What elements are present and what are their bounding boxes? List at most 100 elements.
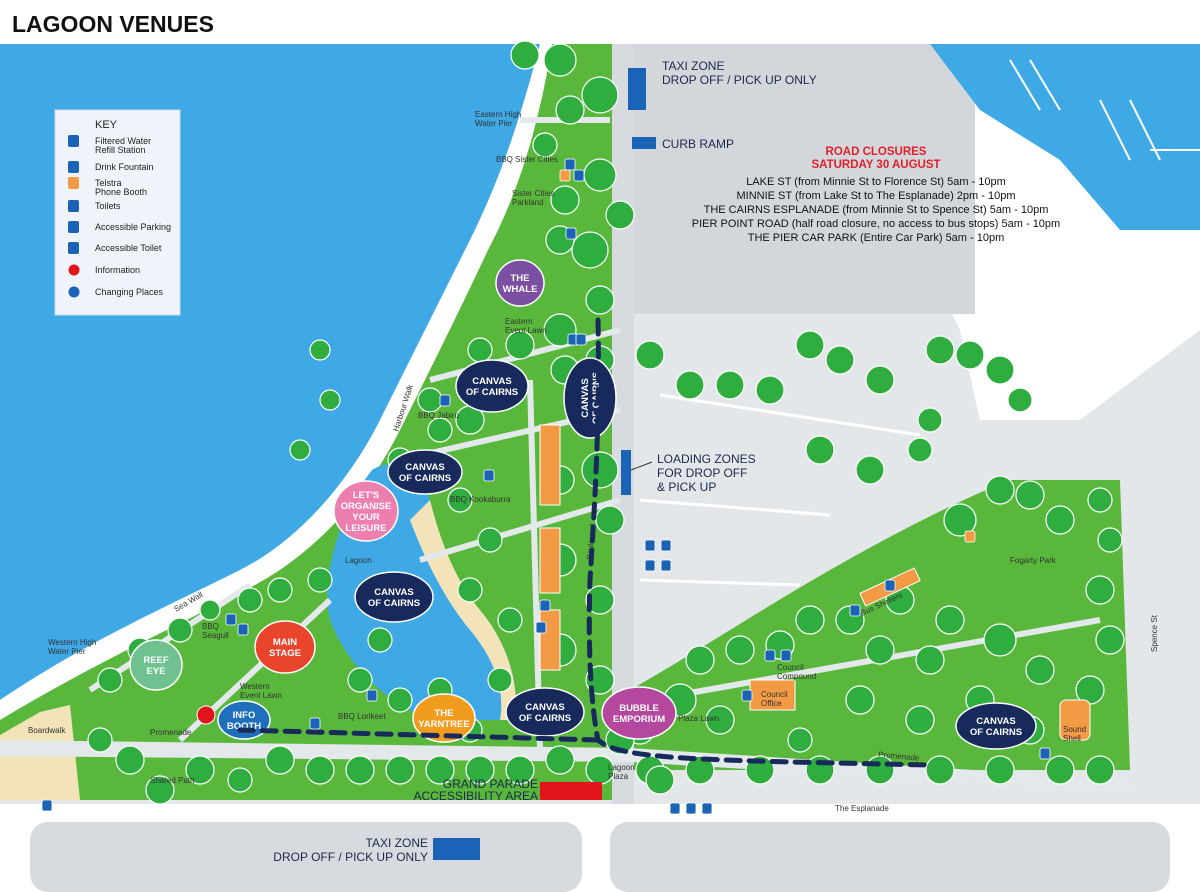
building-kiosk-2 [539,527,561,594]
wheelchair-icon [780,649,792,662]
road-closure-line: THE PIER CAR PARK (Entire Car Park) 5am … [748,232,1005,244]
loading-zones-line-0: LOADING ZONES [657,452,756,466]
tree [532,132,558,158]
tree [943,503,977,537]
venue-label: LEISURE [345,523,386,534]
tree [915,645,945,675]
accessible-parking-icon [701,802,713,815]
marina-pontoons [1009,59,1200,161]
road-closures-heading: ROAD CLOSURES [826,146,927,158]
drink-fountain-icon [564,158,576,171]
tree [387,687,413,713]
drink-fountain-icon [565,227,577,240]
label-spence_st: Spence St [1150,614,1159,652]
wheelchair-icon [535,621,547,634]
information-icon [196,705,216,725]
sound-shell-building [1059,699,1091,741]
venue-marker [254,620,316,674]
taxi-zone-top-line-0: TAXI ZONE [662,59,724,73]
toilets-icon [439,394,451,407]
venue-label: CANVAS [405,462,444,473]
loading-zone-marker [621,450,631,495]
accessible-parking-icon [68,221,79,233]
label-lagoon_plaza-line-0: Lagoon [608,763,635,772]
tree [983,623,1017,657]
tree [227,767,253,793]
tree [385,755,415,785]
parade-route [237,317,933,768]
road-island-east [610,822,1170,892]
key-item: Drink Fountain [68,161,154,173]
tree [585,285,615,315]
key-item: Changing Places [68,286,164,298]
tree [955,340,985,370]
tree [457,577,483,603]
venue-label: CANVAS [976,716,1015,727]
toilets-icon [68,200,79,212]
tree [645,765,675,795]
road-closure-line: MINNIE ST (from Lake St to The Esplanade… [737,190,1016,202]
tree [289,439,311,461]
tree [267,577,293,603]
label-boardwalk: Boardwalk [28,726,66,735]
tree [427,417,453,443]
key-item: Accessible Toilet [68,242,162,254]
venue-label: EYE [146,666,165,677]
venue-label: YOUR [352,512,380,523]
label-sister_parkland-line-0: Sister Cities [512,189,555,198]
tree [865,755,895,785]
key-item-label: Changing Places [95,287,164,297]
tree [985,475,1015,505]
venue-label: CANVAS [580,378,591,417]
water-bottle-icon [237,623,249,636]
map-title: LAGOON VENUES [12,11,214,37]
tree [1045,505,1075,535]
tree [845,685,875,715]
label-sound_shell-line-1: Shell [1063,734,1081,743]
venue-label: INFO [233,710,256,721]
venue-marker [333,480,399,542]
key-item-label: Filtered Water [95,136,151,146]
phone-icon [68,177,79,189]
venue-label: CANVAS [472,376,511,387]
label-eastern_lawn-line-1: Event Lawn [505,326,547,335]
drink-fountain-icon [309,717,321,730]
tree [1087,487,1113,513]
label-fogarty_park: Fogarty Park [1010,556,1057,565]
tree [1045,755,1075,785]
venue-marker [563,357,617,439]
tree [307,567,333,593]
label-council_office-line-1: Office [761,699,782,708]
tree [1007,387,1033,413]
key-heading: KEY [95,119,118,131]
venue-label: CANVAS [525,702,564,713]
marina-water [930,44,1200,230]
key-item-label: Phone Booth [95,187,147,197]
tree [1085,755,1115,785]
tree [145,775,175,805]
water-bottle-icon [573,169,585,182]
accessible-parking-icon [644,539,656,552]
accessible-parking-icon [669,802,681,815]
venue-marker [601,686,677,740]
tree [447,487,473,513]
taxi-zone-top-marker [628,68,646,110]
tree [550,185,580,215]
loading-zone-leader [630,461,653,471]
